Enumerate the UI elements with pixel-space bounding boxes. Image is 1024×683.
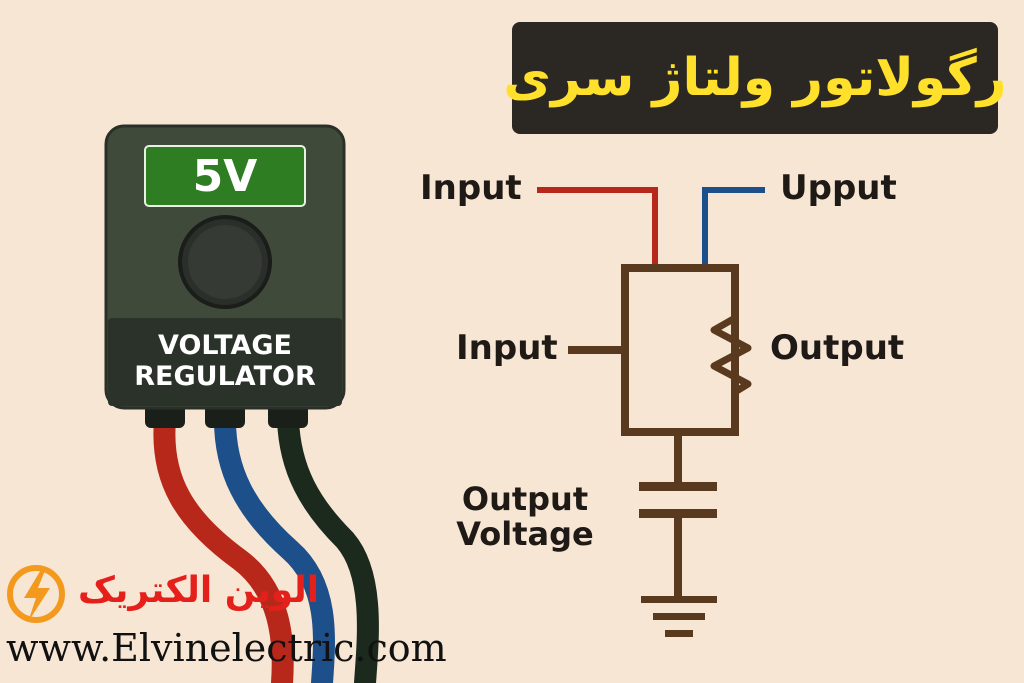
resistor-zigzag bbox=[710, 300, 752, 432]
title-banner: رگولاتور ولتاژ سری bbox=[503, 22, 1007, 134]
brand-url: www.Elvinelectric.com bbox=[6, 626, 447, 670]
output-wire-top bbox=[702, 187, 765, 268]
label-output-top: Upput bbox=[780, 168, 897, 208]
module-label: VOLTAGE REGULATOR bbox=[108, 318, 342, 404]
label-output-voltage: Output Voltage bbox=[440, 480, 610, 554]
capacitor-plate-top bbox=[639, 482, 717, 491]
regulator-block bbox=[621, 264, 739, 436]
label-input-top: Input bbox=[420, 168, 522, 208]
red-wire bbox=[153, 409, 294, 683]
module-label-line2: REGULATOR bbox=[134, 361, 316, 392]
voltage-badge-bg bbox=[144, 145, 306, 207]
voltage-badge: 5V bbox=[192, 150, 258, 202]
lightning-bolt-icon bbox=[7, 565, 65, 623]
module-label-line1: VOLTAGE bbox=[158, 329, 292, 361]
ground-icon bbox=[641, 596, 717, 603]
label-output-mid: Output bbox=[770, 328, 905, 368]
page-title: رگولاتور ولتاژ سری bbox=[503, 48, 1007, 108]
blue-wire bbox=[214, 409, 335, 683]
black-wire bbox=[277, 409, 379, 683]
label-output-voltage-line1: Output bbox=[461, 480, 589, 518]
brand-name: الوین الکتریک bbox=[78, 570, 320, 611]
module-label-panel bbox=[108, 318, 342, 406]
label-input-mid: Input bbox=[456, 328, 558, 368]
input-wire-top bbox=[537, 187, 658, 268]
capacitor-plate-bottom bbox=[639, 509, 717, 518]
label-output-voltage-line2: Voltage bbox=[456, 515, 594, 554]
